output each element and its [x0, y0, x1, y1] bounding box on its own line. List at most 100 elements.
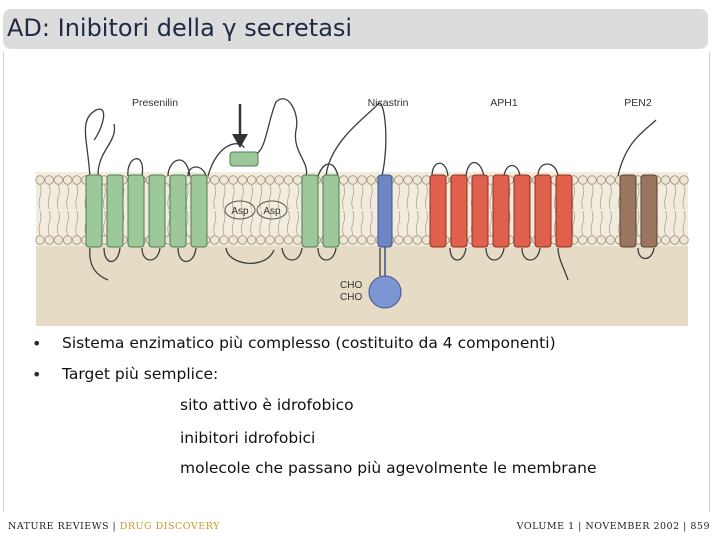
right-border [709, 52, 710, 512]
lipid-headgroup [246, 235, 257, 245]
lipid-headgroup [596, 175, 606, 185]
lipid-headgroup [62, 175, 73, 185]
lipid-headgroup [357, 175, 367, 185]
lipid-headgroup [62, 235, 73, 245]
lipid-headgroup [412, 175, 422, 185]
lipid-tail [590, 184, 594, 236]
label-nicastrin: Nicastrin [368, 97, 409, 109]
lipid-headgroup [338, 175, 349, 185]
lipid-headgroup [660, 175, 671, 185]
lipid-tail [47, 184, 51, 236]
lipid-headgroup [366, 235, 376, 245]
lipid-headgroup [210, 175, 220, 185]
lipid-headgroup [605, 235, 616, 245]
lipid-tail [425, 184, 428, 236]
lipid-tail [38, 184, 42, 236]
lipid-tail [682, 184, 686, 236]
lipid-headgroup [283, 175, 294, 185]
lipid-headgroup [403, 175, 413, 185]
lipid-tail [231, 184, 235, 236]
lipid-headgroup [605, 175, 616, 185]
label-presenilin: Presenilin [132, 97, 178, 109]
lipid-headgroup [679, 175, 689, 185]
footer-journal: NATURE REVIEWS | DRUG DISCOVERY [8, 521, 220, 532]
title-bar [3, 9, 708, 49]
asp-label-1: Asp [231, 206, 249, 217]
sub-point: inibitori idrofobici [180, 429, 316, 447]
lipid-tail [287, 184, 290, 236]
lipid-tail [351, 184, 355, 236]
lipid-tail [103, 184, 106, 236]
bullet-marker: • [32, 334, 42, 353]
lipid-headgroup [246, 175, 257, 185]
cleavage-arrow-icon [232, 104, 248, 148]
lipid-headgroup [412, 235, 422, 245]
lipid-headgroup [256, 235, 266, 245]
lipid-headgroup [53, 175, 64, 185]
lipid-headgroup [228, 175, 238, 185]
lipid-headgroup [72, 175, 82, 185]
lipid-headgroup [348, 235, 358, 245]
lipid-headgroup [670, 235, 680, 245]
aph1-helices [429, 174, 573, 248]
lipid-headgroup [210, 235, 220, 245]
lipid-headgroup [578, 235, 588, 245]
lipid-tail [75, 184, 79, 236]
label-cho-2: CHO [340, 292, 362, 303]
sub-point: sito attivo è idrofobico [180, 396, 354, 414]
pen2-helices [619, 174, 658, 248]
lipid-headgroup [596, 235, 606, 245]
lipid-headgroup [679, 235, 689, 245]
lipid-headgroup [394, 175, 404, 185]
lipid-headgroup [357, 235, 367, 245]
lipid-tail [397, 184, 401, 236]
lipid-headgroup [587, 175, 597, 185]
lipid-headgroup [338, 235, 349, 245]
asp-label-2: Asp [263, 206, 281, 217]
slide-title: AD: Inibitori della γ secretasi [7, 14, 353, 42]
lipid-tail [581, 184, 585, 236]
lipid-tail [342, 184, 345, 236]
lipid-tail [57, 184, 60, 236]
lipid-headgroup [587, 235, 597, 245]
label-cho-1: CHO [340, 280, 362, 291]
lipid-headgroup [283, 235, 294, 245]
lipid-headgroup [670, 175, 680, 185]
nicastrin-helix [368, 174, 402, 309]
lipid-headgroup [44, 175, 54, 185]
label-aph1: APH1 [490, 97, 518, 109]
lipid-headgroup [421, 175, 432, 185]
lipid-headgroup [219, 175, 229, 185]
lipid-headgroup [660, 235, 671, 245]
label-pen2: PEN2 [624, 97, 652, 109]
lipid-tail [572, 184, 575, 236]
lipid-headgroup [35, 235, 45, 245]
lipid-headgroup [292, 175, 303, 185]
lipid-headgroup [394, 235, 404, 245]
lipid-headgroup [292, 235, 303, 245]
lipid-headgroup [72, 235, 82, 245]
lipid-tail [489, 184, 493, 236]
bullet-item: Sistema enzimatico più complesso (costit… [62, 334, 556, 352]
lipid-headgroup [265, 175, 275, 185]
journal-footer: NATURE REVIEWS | DRUG DISCOVERY VOLUME 1… [0, 517, 720, 540]
lipid-headgroup [274, 175, 284, 185]
gamma-secretase-membrane-diagram: Asp Asp Presenilin Nicastrin APH1 PEN2 C… [18, 80, 697, 326]
bullet-item: Target più semplice: [62, 365, 219, 383]
lipid-tail [636, 184, 640, 236]
lipid-tail [66, 184, 69, 236]
presenilin-helices [85, 151, 340, 248]
lipid-tail [609, 184, 612, 236]
lipid-headgroup [228, 235, 238, 245]
lipid-headgroup [421, 235, 432, 245]
lipid-headgroup [366, 175, 376, 185]
lipid-headgroup [219, 235, 229, 245]
lipid-headgroup [237, 175, 248, 185]
lipid-tail [415, 184, 419, 236]
lipid-headgroup [578, 175, 588, 185]
lipid-headgroup [35, 175, 45, 185]
bullet-marker: • [32, 365, 42, 384]
journal-section: DRUG DISCOVERY [119, 521, 220, 532]
lipid-headgroup [237, 235, 248, 245]
protein-loops [84, 98, 657, 281]
